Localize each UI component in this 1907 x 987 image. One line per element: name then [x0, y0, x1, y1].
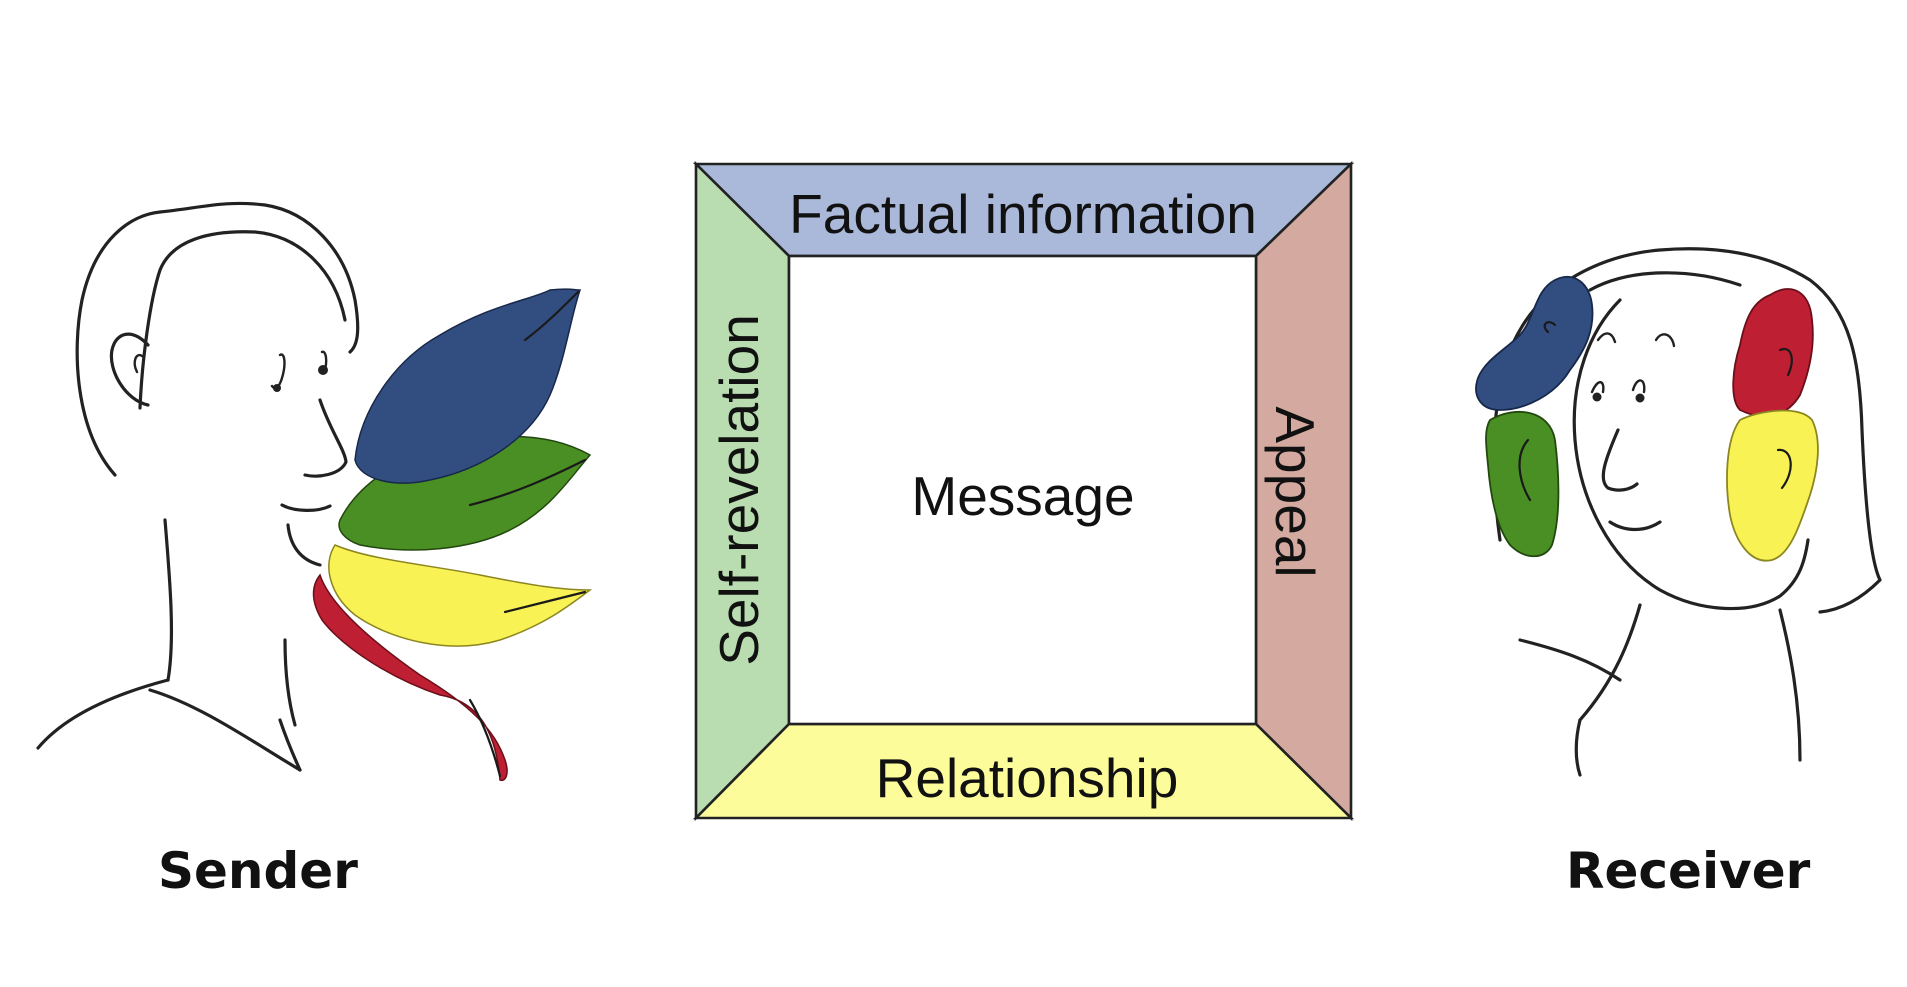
message-square: Factual information Message Relationship…	[692, 160, 1355, 822]
sender-label: Sender	[158, 842, 358, 900]
receiver-figure: Receiver	[1475, 247, 1882, 900]
ear-yellow-icon	[1726, 409, 1819, 562]
leaf-yellow-icon	[328, 544, 593, 647]
message-label: Message	[911, 465, 1134, 527]
receiver-label: Receiver	[1566, 842, 1811, 900]
sender-face-icon	[36, 201, 360, 772]
self-revelation-label: Self-revelation	[708, 314, 770, 666]
leaf-red-icon	[312, 573, 508, 782]
factual-label: Factual information	[789, 183, 1257, 245]
message-panel	[787, 254, 1258, 726]
receiver-ears	[1475, 275, 1819, 562]
ear-blue-icon	[1475, 275, 1594, 411]
sender-leaves	[312, 288, 593, 782]
receiver-face-icon	[1492, 247, 1882, 777]
sender-figure: Sender	[36, 201, 593, 900]
ear-red-icon	[1732, 288, 1814, 418]
appeal-label: Appeal	[1264, 406, 1326, 577]
relationship-label: Relationship	[876, 747, 1179, 809]
leaf-blue-icon	[354, 288, 582, 484]
